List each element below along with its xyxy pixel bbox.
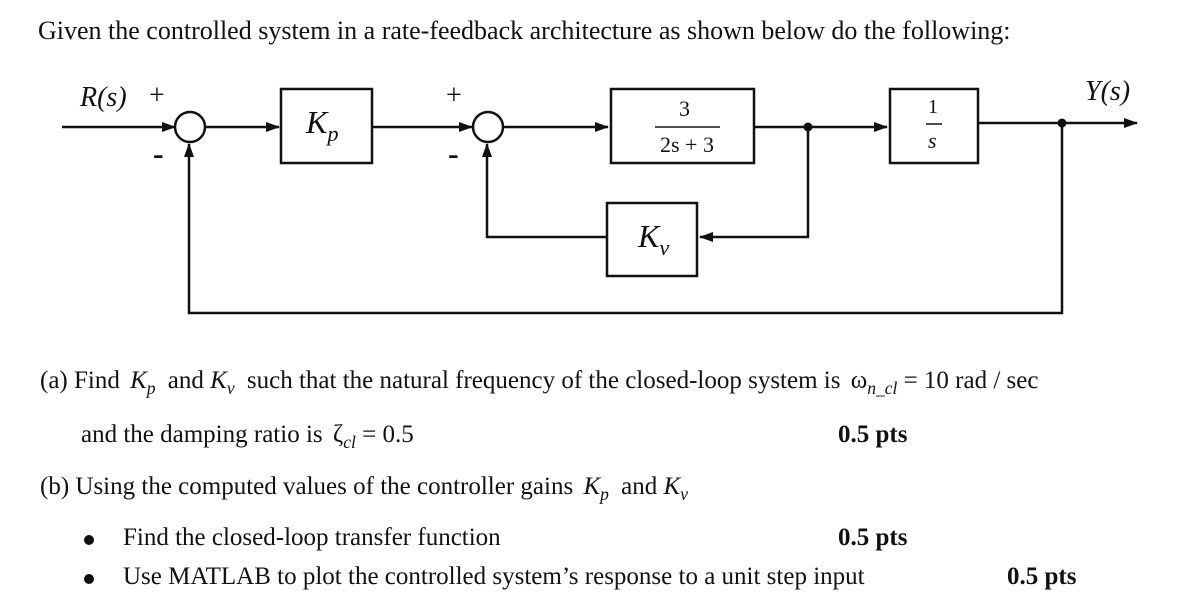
part-a-line-2: and the damping ratio is ζcl = 0.5: [81, 421, 414, 453]
position-feedback-path: [184, 123, 1064, 315]
bullet-1-points: 0.5 pts: [838, 524, 908, 551]
rate-feedback-path: [699, 127, 810, 242]
sum2-plus-sign: +: [446, 80, 462, 111]
sum2-minus-sign: -: [448, 135, 459, 171]
part-a-line-1: (a) Find Kp and Kv such that the natural…: [40, 367, 1039, 399]
kv-block: [605, 201, 699, 278]
plant-denominator: 2s + 3: [660, 132, 714, 157]
bullet-2-text: Use MATLAB to plot the controlled system…: [123, 563, 865, 590]
bullet-2-points: 0.5 pts: [1007, 563, 1077, 590]
bullet-2-marker: [84, 574, 94, 584]
integrator-denominator: s: [928, 128, 937, 153]
summing-junction-1: [173, 110, 207, 144]
bullet-1-marker: [84, 535, 94, 545]
sum1-minus-sign: -: [153, 135, 164, 171]
branch-point-output: [1057, 118, 1067, 128]
sum1-plus-sign: +: [149, 80, 165, 111]
part-b-line: (b) Using the computed values of the con…: [40, 473, 688, 505]
kv-block-label: Kv: [638, 218, 670, 260]
plant-numerator: 3: [679, 96, 690, 121]
kp-block-label: Kp: [306, 104, 339, 146]
part-a-points: 0.5 pts: [838, 421, 908, 448]
bullet-1-text: Find the closed-loop transfer function: [123, 524, 501, 551]
kv-to-sum2-line: [482, 143, 607, 239]
problem-statement: Given the controlled system in a rate-fe…: [38, 16, 1011, 45]
integrator-block: [888, 87, 980, 165]
branch-point-rate: [803, 122, 813, 132]
output-label: Y(s): [1085, 76, 1131, 107]
integrator-numerator: 1: [928, 96, 938, 118]
input-label: R(s): [80, 82, 127, 113]
summing-junction-2: [471, 110, 505, 144]
